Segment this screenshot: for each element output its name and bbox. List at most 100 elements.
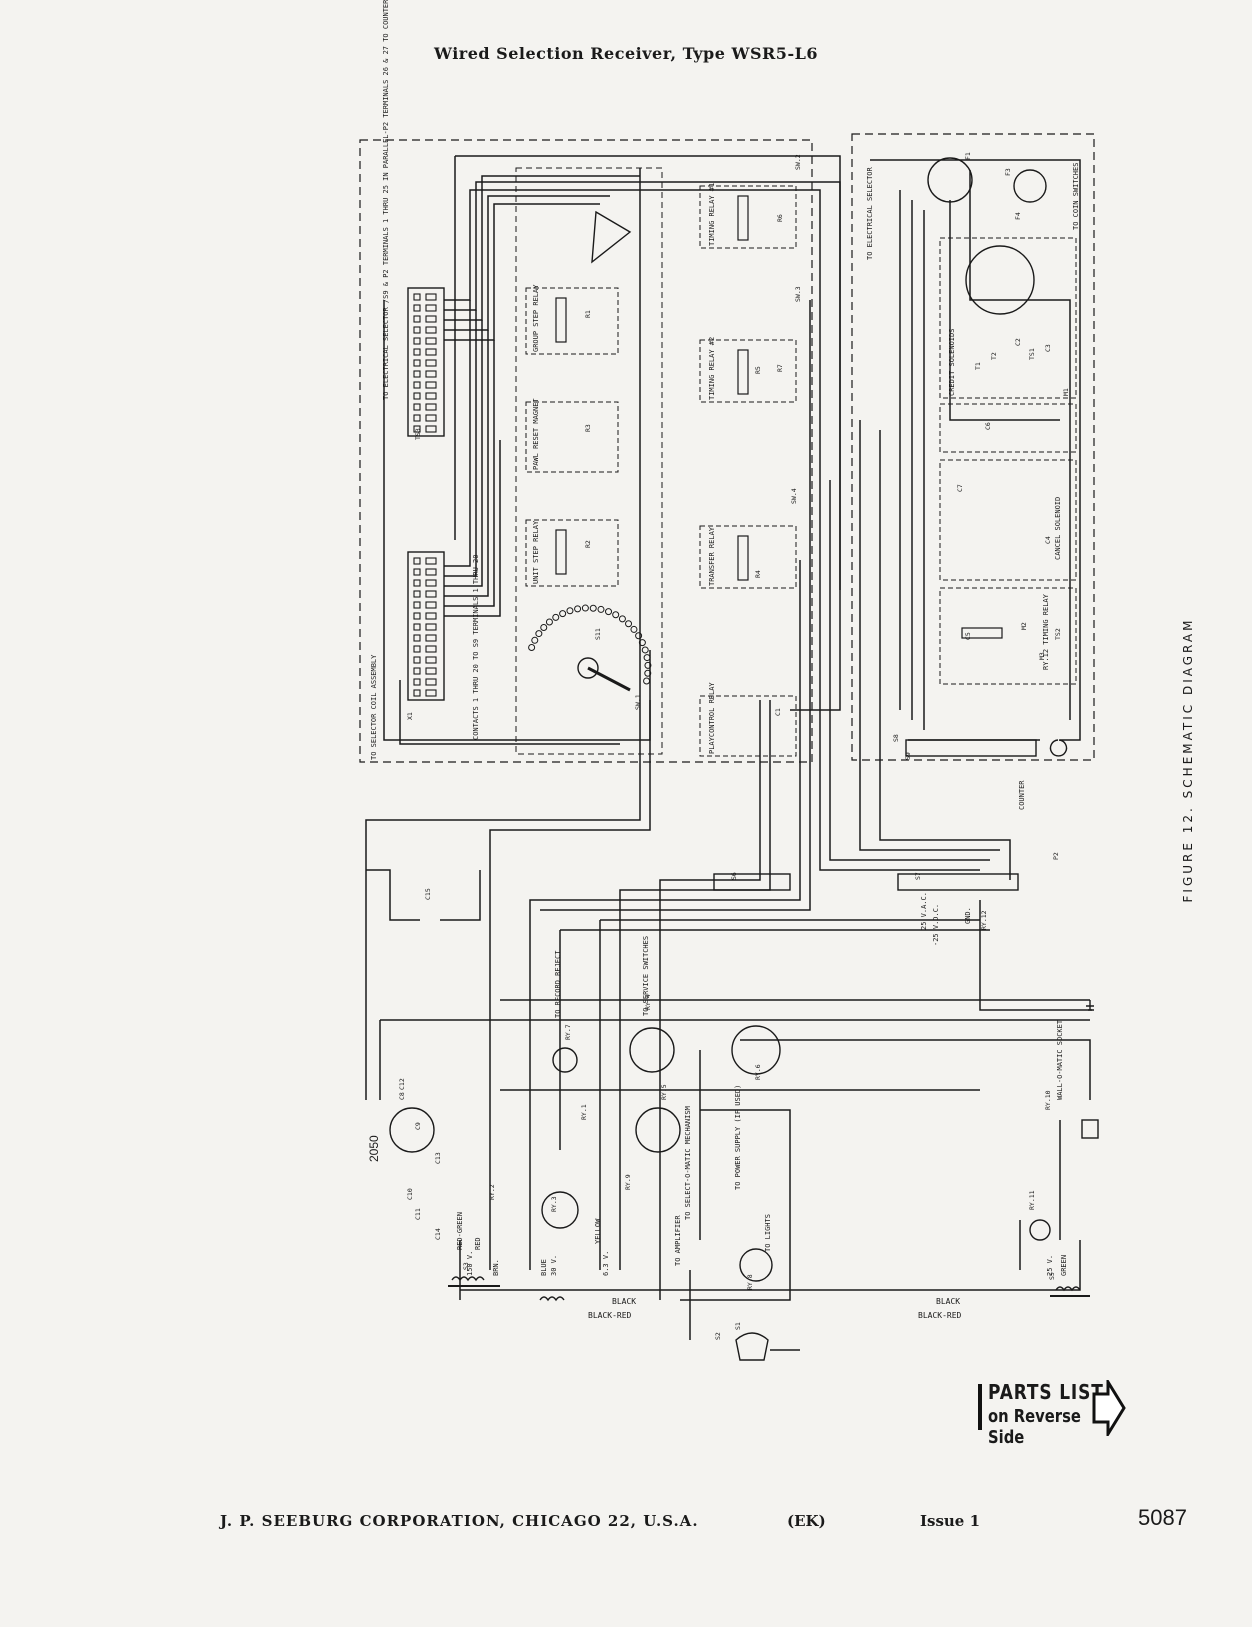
figure-caption: FIGURE 12. SCHEMATIC DIAGRAM bbox=[1181, 617, 1195, 903]
s9-pin bbox=[425, 601, 437, 609]
stepper-contact bbox=[528, 643, 536, 651]
stepper-contact bbox=[597, 605, 605, 613]
refdes-label: R2 bbox=[584, 540, 592, 548]
p2-pin bbox=[425, 304, 437, 312]
refdes-label: S6 bbox=[730, 872, 738, 880]
s9-pin-inner bbox=[413, 678, 421, 686]
s9-pin bbox=[425, 623, 437, 631]
p2-pin-inner bbox=[413, 293, 421, 301]
refdes-label: C8 bbox=[398, 1092, 406, 1100]
wire-label-blue: BLUE bbox=[540, 1259, 548, 1276]
footer-doc-number: 5087 bbox=[1138, 1505, 1187, 1530]
refdes-label: F3 bbox=[1004, 168, 1012, 176]
p2-pin bbox=[425, 293, 437, 301]
p2-pin-inner bbox=[413, 326, 421, 334]
refdes-label: RY.12 bbox=[980, 910, 988, 930]
p2-pin bbox=[425, 403, 437, 411]
wire-label-red: RED bbox=[474, 1237, 482, 1250]
refdes-label: S5 bbox=[1048, 1272, 1056, 1280]
box-label-timing-1: TIMING RELAY #1 bbox=[708, 183, 716, 246]
wall-o-matic-socket bbox=[1081, 1119, 1099, 1139]
refdes-label: RY.6 bbox=[754, 1064, 762, 1080]
refdes-label: RY.8 bbox=[746, 1274, 754, 1290]
label-to-electrical-selector-p2: TO ELECTRICAL SELECTOR /S9 & P2 TERMINAL… bbox=[382, 0, 390, 400]
socket-s6 bbox=[552, 1047, 578, 1073]
refdes-label: RY.1 bbox=[580, 1104, 588, 1120]
terminal-strip-ts3 bbox=[905, 739, 1037, 757]
refdes-label: R7 bbox=[776, 364, 784, 372]
label-to-selectomatic: TO SELECT-O-MATIC MECHANISM bbox=[684, 1106, 692, 1220]
relay-box-pawl-reset bbox=[525, 401, 619, 473]
parts-list-badge: PARTS LIST on Reverse Side bbox=[978, 1380, 1138, 1448]
refdes-label: F1 bbox=[964, 152, 972, 160]
refdes-label: P2 bbox=[1052, 852, 1060, 860]
refdes-label: S9 bbox=[904, 752, 912, 760]
relay-box-timing-2 bbox=[699, 339, 797, 403]
s9-pin bbox=[425, 579, 437, 587]
wire-label-black-right: BLACK bbox=[936, 1297, 960, 1306]
footer-code: (EK) bbox=[787, 1512, 826, 1530]
tube-2050 bbox=[389, 1107, 435, 1153]
refdes-label: TS2 bbox=[1054, 628, 1062, 640]
relay-box-cancel bbox=[939, 459, 1077, 581]
s9-pin bbox=[425, 568, 437, 576]
refdes-label: S2 bbox=[714, 1332, 722, 1340]
socket-s5 bbox=[731, 1025, 781, 1075]
stepper-contact bbox=[559, 610, 567, 618]
box-label-timing-2: TIMING RELAY #2 bbox=[708, 337, 716, 400]
label-to-amplifier: TO AMPLIFIER bbox=[674, 1215, 682, 1266]
refdes-label: C7 bbox=[956, 484, 964, 492]
label-to-electrical-selector-right: TO ELECTRICAL SELECTOR bbox=[866, 166, 874, 260]
voltage-label-25vac: 25 V.A.C. bbox=[920, 892, 928, 930]
voltage-label-30v: 30 V. bbox=[550, 1255, 558, 1276]
voltage-label-gnd: GND. bbox=[964, 907, 972, 924]
refdes-label: RY.3 bbox=[550, 1196, 558, 1212]
footer-issue: Issue 1 bbox=[920, 1512, 981, 1530]
refdes-label: C5 bbox=[964, 632, 972, 640]
refdes-label: T2 bbox=[990, 352, 998, 360]
refdes-label: RY.10 bbox=[1044, 1090, 1052, 1110]
refdes-label: RY.7 bbox=[564, 1024, 572, 1040]
refdes-label: C4 bbox=[1044, 536, 1052, 544]
box-label-unit-step: UNIT STEP RELAY bbox=[532, 520, 540, 584]
relay-box-transfer bbox=[699, 525, 797, 589]
stepper-contact bbox=[641, 646, 649, 654]
refdes-label: RY.5 bbox=[660, 1084, 668, 1100]
refdes-label: TS1 bbox=[1028, 348, 1036, 360]
p2-pin-inner bbox=[413, 348, 421, 356]
label-to-service-switches: TO SERVICE SWITCHES bbox=[642, 936, 650, 1016]
stepper-contact bbox=[552, 613, 560, 621]
terminal-strip-ts2 bbox=[897, 873, 1019, 891]
s9-pin-inner bbox=[413, 590, 421, 598]
bridge-rectifier bbox=[541, 1191, 579, 1229]
refdes-label: T1 bbox=[974, 362, 982, 370]
refdes-label: C10 bbox=[406, 1188, 414, 1200]
receiver-chassis-outline bbox=[359, 139, 813, 763]
label-contacts: CONTACTS 1 THRU 20 TO S9 TERMINALS 1 THR… bbox=[472, 555, 480, 740]
stepper-contact bbox=[574, 605, 582, 613]
p2-pin bbox=[425, 392, 437, 400]
p2-pin-inner bbox=[413, 425, 421, 433]
label-to-coin-switches: TO COIN SWITCHES bbox=[1072, 163, 1080, 230]
refdes-label: S11 bbox=[594, 628, 602, 640]
refdes-label: F4 bbox=[1014, 212, 1022, 220]
s9-pin-inner bbox=[413, 656, 421, 664]
relay-box-timing-1 bbox=[699, 185, 797, 249]
stepper-contact bbox=[644, 669, 652, 677]
s9-pin bbox=[425, 634, 437, 642]
box-label-cancel-solenoid: CANCEL SOLENOID bbox=[1054, 497, 1062, 560]
relay-box-playcontrol bbox=[699, 695, 797, 757]
footer-company: J. P. SEEBURG CORPORATION, CHICAGO 22, U… bbox=[220, 1512, 699, 1530]
socket-coin-switches bbox=[1013, 169, 1047, 203]
refdes-label: SW.3 bbox=[794, 286, 802, 302]
voltage-label-25v: 25 V. bbox=[1046, 1255, 1054, 1276]
box-label-group-step: GROUP STEP RELAY bbox=[532, 284, 540, 352]
refdes-label: SW.1 bbox=[634, 694, 642, 710]
box-label-transfer: TRANSFER RELAY bbox=[708, 526, 716, 586]
refdes-label: RY.9 bbox=[624, 1174, 632, 1190]
stepper-contact bbox=[566, 607, 574, 615]
wire-label-green: GREEN bbox=[1060, 1255, 1068, 1276]
stepper-contact bbox=[531, 636, 539, 644]
socket-s8 bbox=[629, 1027, 675, 1073]
stepper-contact bbox=[545, 618, 553, 626]
